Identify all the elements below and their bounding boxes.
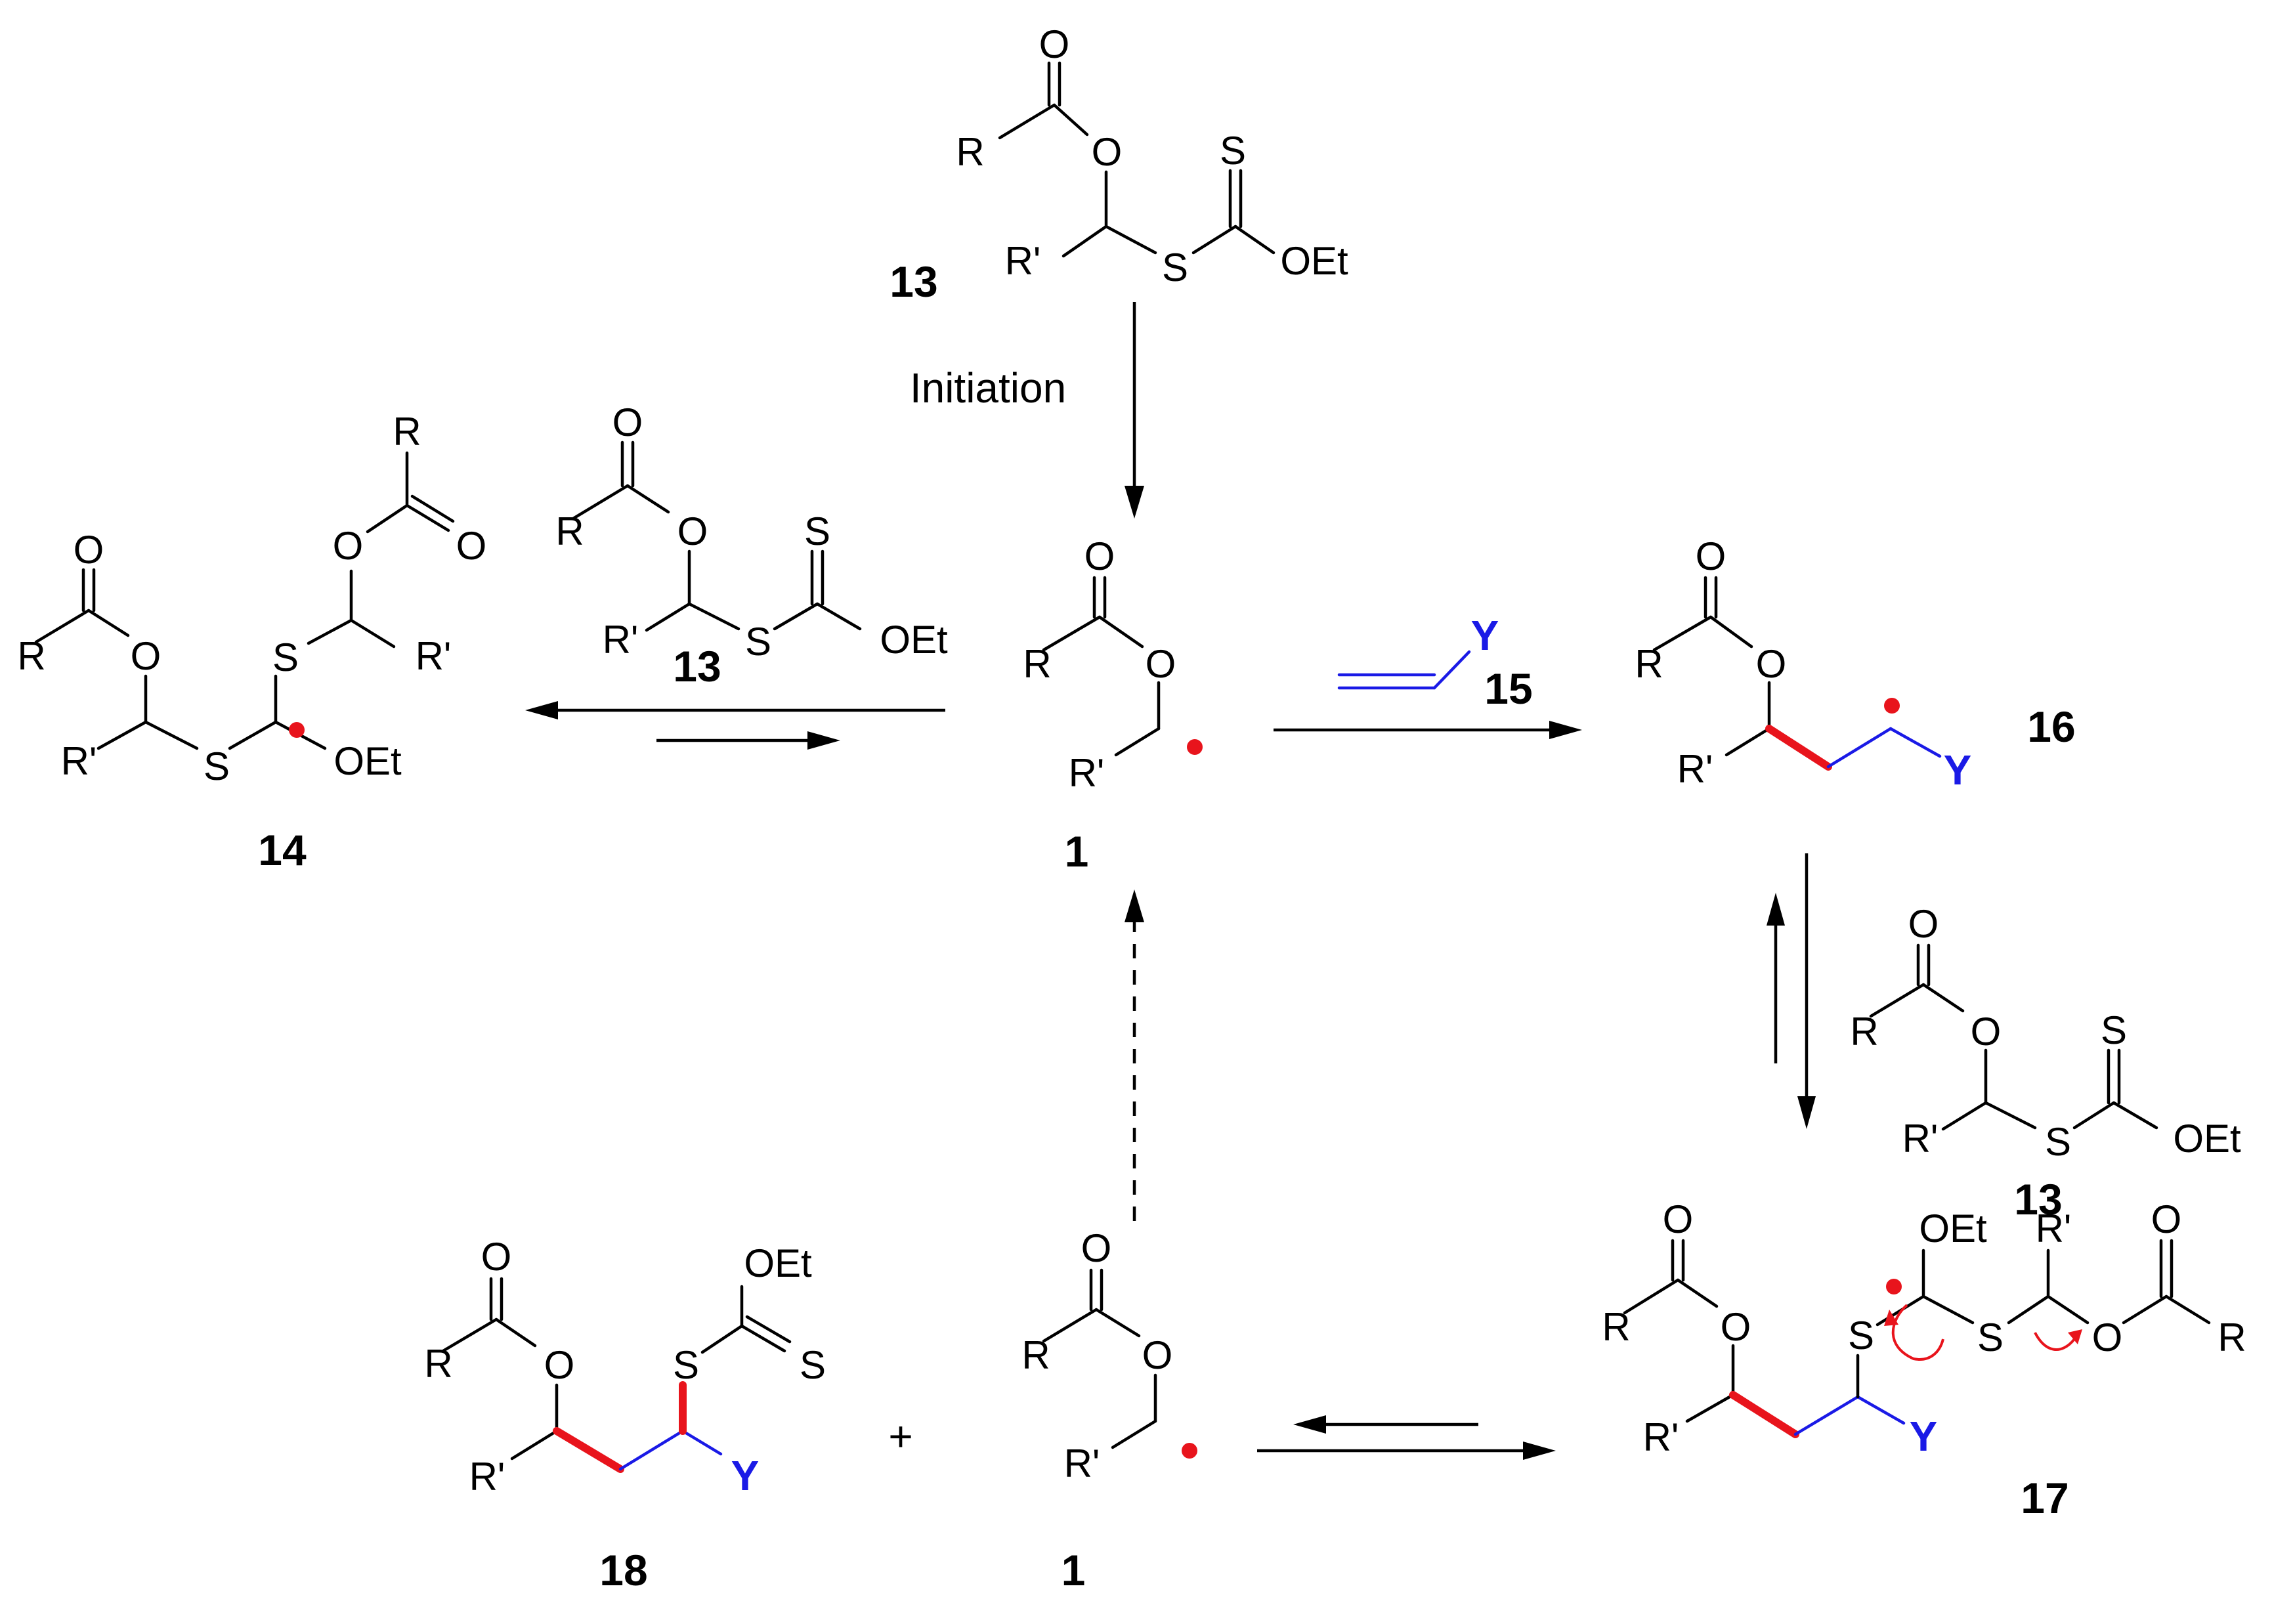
ethoxy-label: OEt xyxy=(880,618,948,662)
thioether-sulfur-label: S xyxy=(1162,246,1188,289)
r-group-label: R xyxy=(1023,642,1051,686)
carbonyl-oxygen-label: O xyxy=(1081,1226,1112,1270)
compound-number: 15 xyxy=(1484,664,1532,713)
second-carbonyl-oxygen-label: O xyxy=(456,524,487,568)
radical-dot xyxy=(289,722,305,738)
second-ester-oxygen-label: O xyxy=(333,524,364,568)
second-ester-oxygen-label: O xyxy=(2092,1315,2123,1359)
second-r-prime-label: R' xyxy=(2036,1207,2072,1250)
second-sulfur-label: S xyxy=(1977,1315,2004,1359)
ester-oxygen-label: O xyxy=(1142,1333,1173,1377)
compound-number: 1 xyxy=(1065,827,1089,876)
r-prime-label: R' xyxy=(61,739,97,783)
r-prime-label: R' xyxy=(1643,1415,1679,1459)
radical-dot xyxy=(1884,698,1900,714)
radical-dot xyxy=(1886,1279,1902,1294)
compound-14: O R O R' S OEt S R' O R O 14 xyxy=(17,410,486,874)
compound-13-right: O R O S R' S OEt 13 xyxy=(1850,902,2241,1224)
compound-number: 18 xyxy=(599,1546,647,1594)
r-group-label: R xyxy=(424,1342,452,1386)
ester-oxygen-label: O xyxy=(1146,642,1176,686)
ester-oxygen-label: O xyxy=(544,1343,575,1387)
ethoxy-label: OEt xyxy=(1280,239,1348,283)
r-prime-label: R' xyxy=(1069,751,1105,795)
dashed-regeneration-arrow xyxy=(1125,889,1144,1221)
r-group-label: R xyxy=(17,634,45,678)
carbonyl-oxygen-label: O xyxy=(74,528,104,572)
y-substituent-label: Y xyxy=(1471,612,1499,659)
carbonyl-oxygen-label: O xyxy=(1663,1197,1694,1241)
ethoxy-label: OEt xyxy=(1919,1207,1987,1250)
r-group-label: R xyxy=(1850,1010,1878,1054)
y-substituent-label: Y xyxy=(1944,746,1972,794)
carbonyl-oxygen-label: O xyxy=(1908,902,1939,946)
radical-dot xyxy=(1182,1443,1197,1459)
equilibrium-arrows-16-17 xyxy=(1767,853,1816,1129)
r-prime-label: R' xyxy=(1064,1442,1100,1485)
compound-13-top: O R O S R' S OEt 13 xyxy=(890,22,1348,306)
r-prime-label: R' xyxy=(1902,1117,1939,1161)
ethoxy-label: OEt xyxy=(333,739,402,783)
ester-oxygen-label: O xyxy=(131,634,161,678)
first-sulfur-label: S xyxy=(1848,1314,1874,1357)
ethoxy-label: OEt xyxy=(744,1241,812,1285)
second-r-prime-label: R' xyxy=(416,634,452,678)
r-group-label: R xyxy=(555,509,584,553)
equilibrium-arrows-1-14 xyxy=(525,701,945,750)
ester-oxygen-label: O xyxy=(1971,1010,2002,1054)
y-substituent-label: Y xyxy=(1910,1413,1938,1460)
compound-18: O R O R' Y S OEt S 18 xyxy=(424,1235,826,1594)
compound-16: O R O R' Y 16 xyxy=(1635,534,2075,794)
thione-sulfur-label: S xyxy=(800,1343,826,1387)
carbonyl-oxygen-label: O xyxy=(1084,534,1115,578)
r-group-label: R xyxy=(1602,1305,1630,1349)
ester-oxygen-label: O xyxy=(1092,130,1123,174)
compound-number: 13 xyxy=(2014,1175,2062,1224)
ester-oxygen-label: O xyxy=(1721,1305,1751,1349)
second-r-group-label: R xyxy=(2218,1315,2246,1359)
ethoxy-label: OEt xyxy=(2173,1117,2241,1161)
carbonyl-oxygen-label: O xyxy=(1696,534,1726,578)
thioether-sulfur-label: S xyxy=(673,1343,699,1387)
equilibrium-arrows-18-17 xyxy=(1257,1415,1556,1460)
thione-sulfur-label: S xyxy=(1220,129,1246,173)
y-substituent-label: Y xyxy=(731,1452,760,1499)
thione-sulfur-label: S xyxy=(804,509,830,553)
r-prime-label: R' xyxy=(1005,239,1041,283)
second-r-group-label: R xyxy=(393,410,421,454)
r-group-label: R xyxy=(1021,1333,1050,1377)
monomer-15-addition: Y 15 xyxy=(1274,612,1582,739)
initiation-label: Initiation xyxy=(910,364,1066,412)
r-prime-label: R' xyxy=(603,618,639,662)
ester-oxygen-label: O xyxy=(1756,642,1787,686)
thione-sulfur-label: S xyxy=(2101,1008,2127,1052)
compound-number: 14 xyxy=(258,826,307,874)
compound-1-middle: O R O R' 1 xyxy=(1023,534,1203,876)
r-prime-label: R' xyxy=(1677,747,1713,791)
radical-dot xyxy=(1187,739,1203,755)
thioether-sulfur-label: S xyxy=(745,620,771,664)
thioether-sulfur-label: S xyxy=(204,744,230,788)
second-carbonyl-oxygen-label: O xyxy=(2151,1197,2182,1241)
r-prime-label: R' xyxy=(469,1455,505,1499)
compound-number: 13 xyxy=(890,257,937,306)
carbonyl-oxygen-label: O xyxy=(612,400,643,444)
compound-13-left: O R O S R' S OEt 13 xyxy=(555,400,948,691)
compound-number: 13 xyxy=(673,642,721,691)
second-sulfur-label: S xyxy=(272,635,299,679)
thioether-sulfur-label: S xyxy=(2045,1120,2071,1164)
compound-number: 17 xyxy=(2021,1474,2068,1522)
carbonyl-oxygen-label: O xyxy=(1039,22,1070,66)
initiation-arrow: Initiation xyxy=(910,302,1144,519)
carbonyl-oxygen-label: O xyxy=(481,1235,512,1279)
ester-oxygen-label: O xyxy=(677,509,708,553)
compound-number: 1 xyxy=(1061,1546,1086,1594)
compound-17: O R O R' Y S OEt S R' O O R 17 xyxy=(1602,1197,2246,1522)
compound-number: 16 xyxy=(2027,702,2075,751)
r-group-label: R xyxy=(1635,642,1663,686)
r-group-label: R xyxy=(956,130,984,174)
plus-sign: + xyxy=(888,1413,912,1460)
compound-1-bottom: O R O R' 1 xyxy=(1021,1226,1197,1594)
